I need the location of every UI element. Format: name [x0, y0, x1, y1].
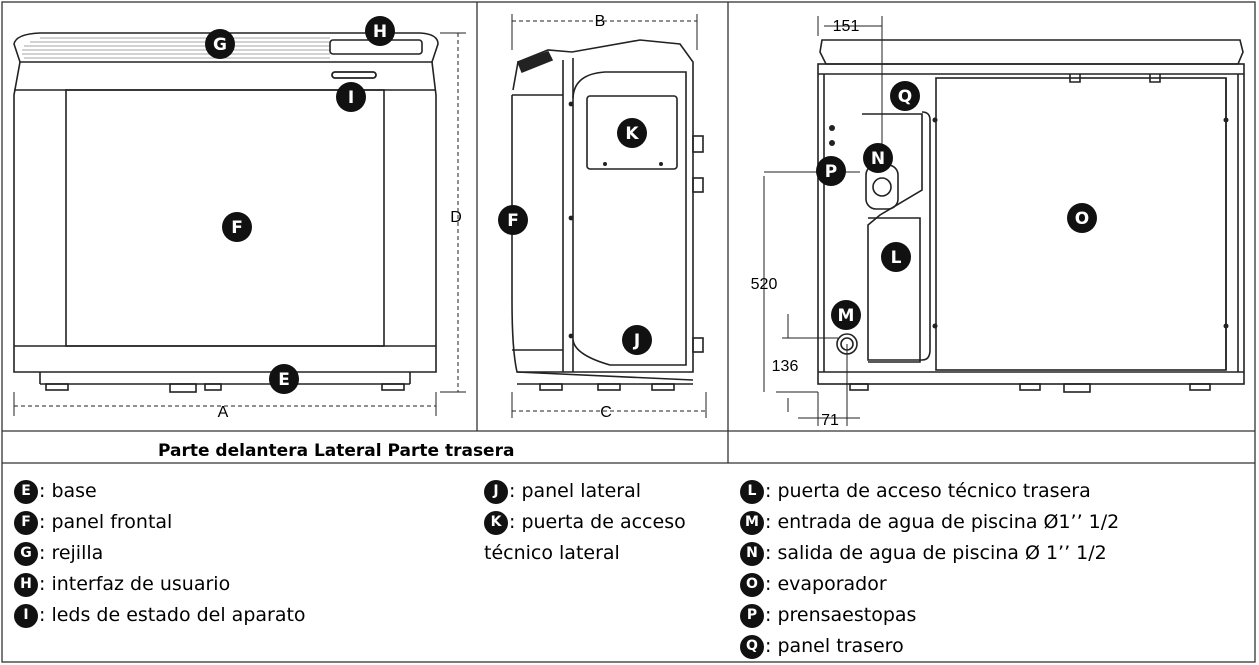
legend-badge: K [484, 510, 508, 535]
front-markers: G H I F E [205, 16, 395, 394]
legend-item: G: rejilla [14, 538, 306, 569]
marker-n: N [871, 149, 885, 169]
legend-text-continuation: técnico lateral [484, 542, 620, 564]
legend-text: : puerta de acceso [509, 511, 686, 533]
side-dimensions [511, 14, 707, 418]
marker-h: H [373, 22, 387, 42]
legend-item: I: leds de estado del aparato [14, 600, 306, 631]
views-caption: Parte delantera Lateral Parte trasera [158, 441, 515, 461]
legend-text: : puerta de acceso técnico trasera [765, 480, 1091, 502]
legend-item: P: prensaestopas [740, 600, 1119, 631]
legend-column-2: J: panel lateral K: puerta de acceso téc… [484, 476, 686, 569]
legend-badge: H [14, 572, 38, 597]
legend-item: J: panel lateral [484, 476, 686, 507]
marker-i: I [348, 88, 354, 108]
marker-o: O [1075, 209, 1089, 229]
legend-badge: Q [740, 634, 764, 659]
marker-e: E [278, 370, 290, 390]
rear-markers: Q N P O L M [816, 81, 1097, 330]
legend-badge: P [740, 603, 764, 628]
legend-item: F: panel frontal [14, 507, 306, 538]
marker-k: K [625, 124, 639, 144]
rear-view [817, 39, 1245, 393]
marker-l: L [891, 248, 902, 268]
legend-badge: G [14, 541, 38, 566]
legend-badge: J [484, 479, 508, 504]
legend-text: : salida de agua de piscina Ø 1’’ 1/2 [765, 542, 1107, 564]
legend-text: : leds de estado del aparato [39, 604, 306, 626]
legend-item: Q: panel trasero [740, 631, 1119, 662]
legend-item: E: base [14, 476, 306, 507]
marker-q: Q [898, 87, 912, 107]
marker-f-front: F [231, 218, 243, 238]
dim-label-520: 520 [751, 276, 778, 293]
legend-badge: O [740, 572, 764, 597]
legend-item: O: evaporador [740, 569, 1119, 600]
legend-badge: L [740, 479, 764, 504]
legend-badge: N [740, 541, 764, 566]
legend-text: : panel lateral [509, 480, 641, 502]
legend-badge: E [14, 479, 38, 504]
dim-label-136: 136 [772, 358, 799, 375]
side-markers: K F J [498, 118, 652, 355]
side-view [511, 39, 704, 391]
dim-label-71: 71 [821, 412, 839, 429]
legend-column-1: E: base F: panel frontal G: rejilla H: i… [14, 476, 306, 631]
front-dimensions [13, 32, 466, 416]
legend-text: : rejilla [39, 542, 104, 564]
dim-label-d: D [450, 209, 462, 226]
legend-item: H: interfaz de usuario [14, 569, 306, 600]
legend-badge: I [14, 603, 38, 628]
marker-f-side: F [507, 211, 519, 231]
legend-column-3: L: puerta de acceso técnico trasera M: e… [740, 476, 1119, 662]
legend-text: : panel trasero [765, 635, 904, 657]
legend-text: : interfaz de usuario [39, 573, 231, 595]
dim-label-a: A [218, 404, 229, 421]
legend-item: N: salida de agua de piscina Ø 1’’ 1/2 [740, 538, 1119, 569]
legend-item: L: puerta de acceso técnico trasera [740, 476, 1119, 507]
legend-badge: F [14, 510, 38, 535]
front-view [13, 32, 439, 393]
legend-text: : entrada de agua de piscina Ø1’’ 1/2 [765, 511, 1120, 533]
legend-text: : panel frontal [39, 511, 173, 533]
marker-m: M [838, 306, 855, 326]
marker-p: P [825, 162, 837, 182]
marker-g: G [213, 35, 227, 55]
dim-label-c: C [600, 404, 612, 421]
dim-label-151: 151 [833, 18, 860, 35]
legend-text: : prensaestopas [765, 604, 917, 626]
dim-label-b: B [595, 13, 606, 30]
legend-item: K: puerta de acceso [484, 507, 686, 538]
legend-text: : base [39, 480, 97, 502]
legend-item: M: entrada de agua de piscina Ø1’’ 1/2 [740, 507, 1119, 538]
legend-badge: M [740, 510, 764, 535]
side-screws [568, 101, 663, 339]
rear-bolts [829, 117, 1229, 329]
marker-j: J [633, 331, 640, 351]
legend-text: : evaporador [765, 573, 887, 595]
